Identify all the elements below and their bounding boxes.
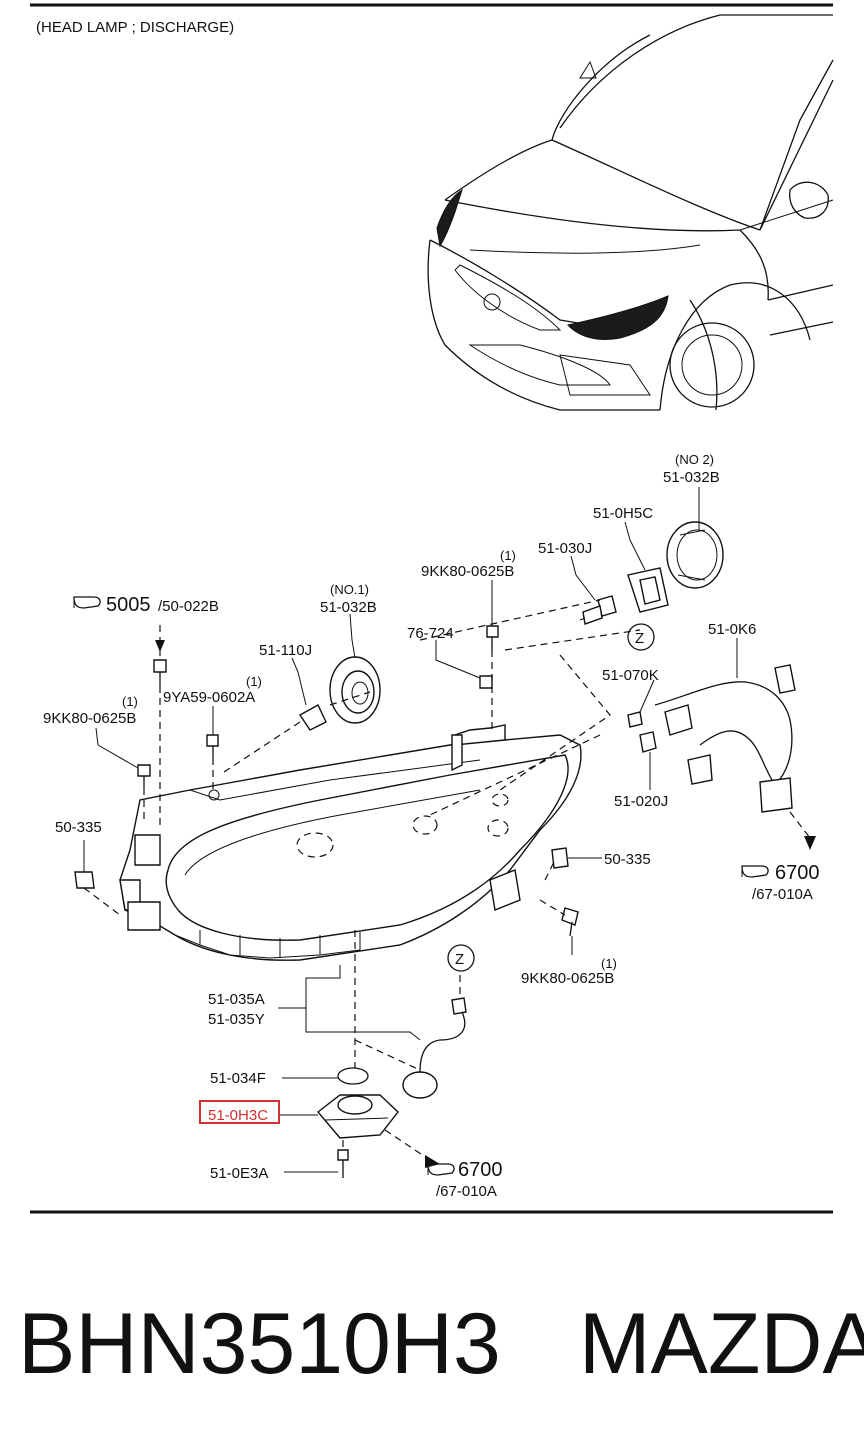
label-51-030j: 51-030J — [538, 540, 592, 557]
arrow-5005 — [155, 640, 165, 652]
cover-no1 — [329, 656, 381, 724]
label-no1: (NO.1) — [330, 582, 369, 597]
label-51-110j: 51-110J — [259, 642, 312, 659]
zone-marker-bottom: Z — [447, 944, 475, 972]
label-6700-right: 6700 — [775, 862, 820, 884]
label-9kk80-top: 9KK80-0625B — [421, 563, 514, 580]
brand-name: MAZDA — [578, 1296, 864, 1392]
label-6700-bottom-sub: /67-010A — [436, 1183, 497, 1200]
label-qty-right: (1) — [601, 956, 617, 971]
part-labels: (NO 2) 51-032B 51-0H5C 51-030J (1) 9KK80… — [43, 452, 820, 1200]
ballast-unit — [316, 1094, 399, 1139]
label-51-034f: 51-034F — [210, 1070, 266, 1087]
label-qty-top: (1) — [500, 548, 516, 563]
label-51-020j: 51-020J — [614, 793, 668, 810]
svg-text:Z: Z — [635, 630, 644, 647]
label-51-0h3c: 51-0H3C — [208, 1107, 268, 1124]
label-6700-right-sub: /67-010A — [752, 886, 813, 903]
ref-hand-icon-6700-bottom — [427, 1163, 455, 1176]
label-qty-mid: (1) — [246, 674, 262, 689]
label-6700-bottom: 6700 — [458, 1159, 503, 1181]
cover-no2 — [666, 521, 724, 589]
dashed-guides — [83, 599, 811, 1161]
label-50-335-right: 50-335 — [604, 851, 651, 868]
label-9kk80-left: 9KK80-0625B — [43, 710, 136, 727]
side-bulb-a — [627, 711, 643, 728]
position-bulb — [298, 704, 327, 731]
highlight-box — [199, 1100, 280, 1124]
part-caption: BHN3510H3 MAZDA — [18, 1296, 864, 1392]
label-51-032b-no2: 51-032B — [663, 469, 720, 486]
svg-text:Z: Z — [455, 951, 464, 968]
label-no2: (NO 2) — [675, 452, 714, 467]
clip-left — [74, 871, 95, 889]
label-51-070k: 51-070K — [602, 667, 659, 684]
label-9kk80-right: 9KK80-0625B — [521, 970, 614, 987]
zone-marker-top: Z — [627, 623, 655, 651]
igniter-socket — [627, 567, 669, 613]
discharge-bulb — [579, 595, 617, 625]
arrow-6700-right — [804, 836, 816, 850]
label-5005-sub: /50-022B — [158, 598, 219, 615]
arrow-6700-bottom — [425, 1155, 440, 1168]
label-51-0e3a: 51-0E3A — [210, 1165, 268, 1182]
leveling-sensor-lead — [402, 997, 467, 1099]
screws — [137, 625, 579, 1178]
part-number: BHN3510H3 — [18, 1296, 501, 1392]
side-bulb-b — [639, 731, 657, 753]
label-51-032b-no1: 51-032B — [320, 599, 377, 616]
ref-hand-icon-5005 — [73, 596, 101, 609]
label-qty-left: (1) — [122, 694, 138, 709]
o-ring — [337, 1067, 369, 1085]
clip-right — [551, 847, 569, 869]
label-51-0k6: 51-0K6 — [708, 621, 756, 638]
label-9ya59: 9YA59-0602A — [163, 689, 255, 706]
ref-hand-icon-6700-right — [741, 865, 769, 878]
label-51-035a: 51-035A — [208, 991, 265, 1008]
headlamp-assembly — [119, 724, 582, 961]
vehicle-illustration — [427, 14, 834, 411]
wiring-harness — [654, 664, 796, 813]
label-51-0h5c: 51-0H5C — [593, 505, 653, 522]
leader-lines — [83, 487, 738, 1173]
diagram-title: (HEAD LAMP ; DISCHARGE) — [36, 19, 234, 36]
label-50-335-left: 50-335 — [55, 819, 102, 836]
label-51-035y: 51-035Y — [208, 1011, 265, 1028]
label-5005: 5005 — [106, 594, 151, 616]
label-76-724: 76-724 — [407, 625, 454, 642]
